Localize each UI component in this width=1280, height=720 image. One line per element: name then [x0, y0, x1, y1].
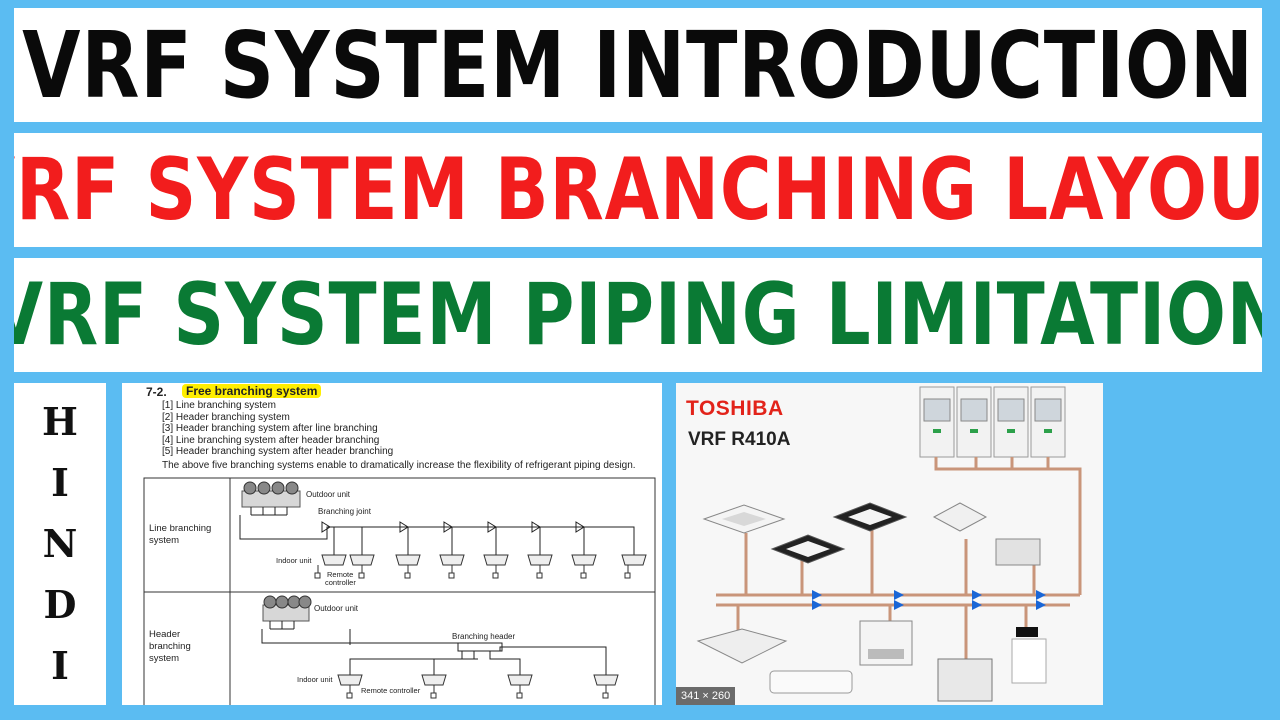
row1-label: system [149, 535, 179, 546]
branching-list: [1] Line branching system [2] Header bra… [162, 400, 393, 458]
outdoor-unit-icon [262, 595, 312, 622]
list-item: [1] Line branching system [162, 400, 276, 411]
row2-label: system [149, 653, 179, 664]
indoor-unit-icon [321, 554, 647, 566]
remote-controller-icon [346, 685, 609, 699]
hindi-letter: H [42, 398, 78, 444]
branching-header-label: Branching header [452, 632, 515, 641]
remote-controller-icon [314, 565, 631, 579]
hindi-letter: N [42, 520, 78, 566]
branching-document: 7-2. Free branching system [1] Line bran… [122, 383, 662, 705]
branching-header-icon [457, 642, 503, 652]
remote-controller-label: Remote controller [361, 686, 421, 695]
image-size-badge: 341 × 260 [676, 687, 736, 705]
list-item: [3] Header branching system after line b… [162, 423, 378, 435]
outdoor-unit-icon [919, 386, 1066, 458]
description-text: The above five branching systems enable … [162, 460, 636, 471]
outdoor-unit-label: Outdoor unit [314, 604, 359, 613]
section-number: 7-2. [146, 385, 167, 399]
subtitle-branching-text: VRF SYSTEM BRANCHING LAYOUT [14, 140, 1262, 240]
title-text: VRF SYSTEM INTRODUCTION [22, 11, 1254, 119]
section-heading: Free branching system [182, 384, 322, 398]
flow-arrow-icon [812, 590, 1046, 610]
indoor-unit-icon [337, 674, 619, 686]
list-item: [5] Header branching system after header… [162, 446, 394, 458]
remote-controller-label: controller [325, 578, 356, 587]
outdoor-unit-label: Outdoor unit [306, 490, 351, 499]
vrf-product-image: TOSHIBA VRF R410A 341 × 260 [676, 383, 1103, 705]
list-item: [4] Line branching system after header b… [162, 434, 380, 446]
remote-controller-label: Remote [327, 570, 353, 579]
hindi-letter: I [51, 459, 69, 505]
table-frame [143, 477, 656, 705]
model-label: VRF R410A [688, 429, 791, 450]
title-banner: VRF SYSTEM INTRODUCTION [14, 8, 1262, 122]
ceiling-unit-icon [696, 620, 1047, 702]
vrf-layout-illustration [696, 386, 1082, 702]
outdoor-unit-icon [241, 481, 301, 508]
subtitle-banner-piping: VRF SYSTEM PIPING LIMITATION [14, 258, 1262, 372]
cassette-unit-icon [702, 502, 908, 564]
hindi-letter: D [43, 582, 77, 628]
hindi-label: H I N D I [14, 383, 106, 705]
branching-joint-label: Branching joint [318, 507, 372, 516]
refrigerant-pipe [349, 646, 607, 675]
refrigerant-pipe [716, 457, 1082, 661]
brand-logo: TOSHIBA [686, 397, 784, 420]
row2-label: Header [149, 629, 180, 640]
indoor-unit-label: Indoor unit [276, 556, 312, 565]
list-item: [2] Header branching system [162, 411, 290, 423]
hindi-letter: I [51, 643, 69, 689]
branching-diagram: Line branching system Outdoor unit Branc… [143, 477, 656, 705]
subtitle-banner-branching: VRF SYSTEM BRANCHING LAYOUT [14, 133, 1262, 247]
indoor-unit-label: Indoor unit [297, 675, 333, 684]
refrigerant-pipe [239, 515, 635, 559]
ducted-unit-icon [932, 502, 1041, 566]
subtitle-piping-text: VRF SYSTEM PIPING LIMITATION [14, 265, 1262, 365]
row1-label: Line branching [149, 523, 211, 534]
branching-joint-icon [321, 521, 585, 533]
row2-label: branching [149, 641, 191, 652]
